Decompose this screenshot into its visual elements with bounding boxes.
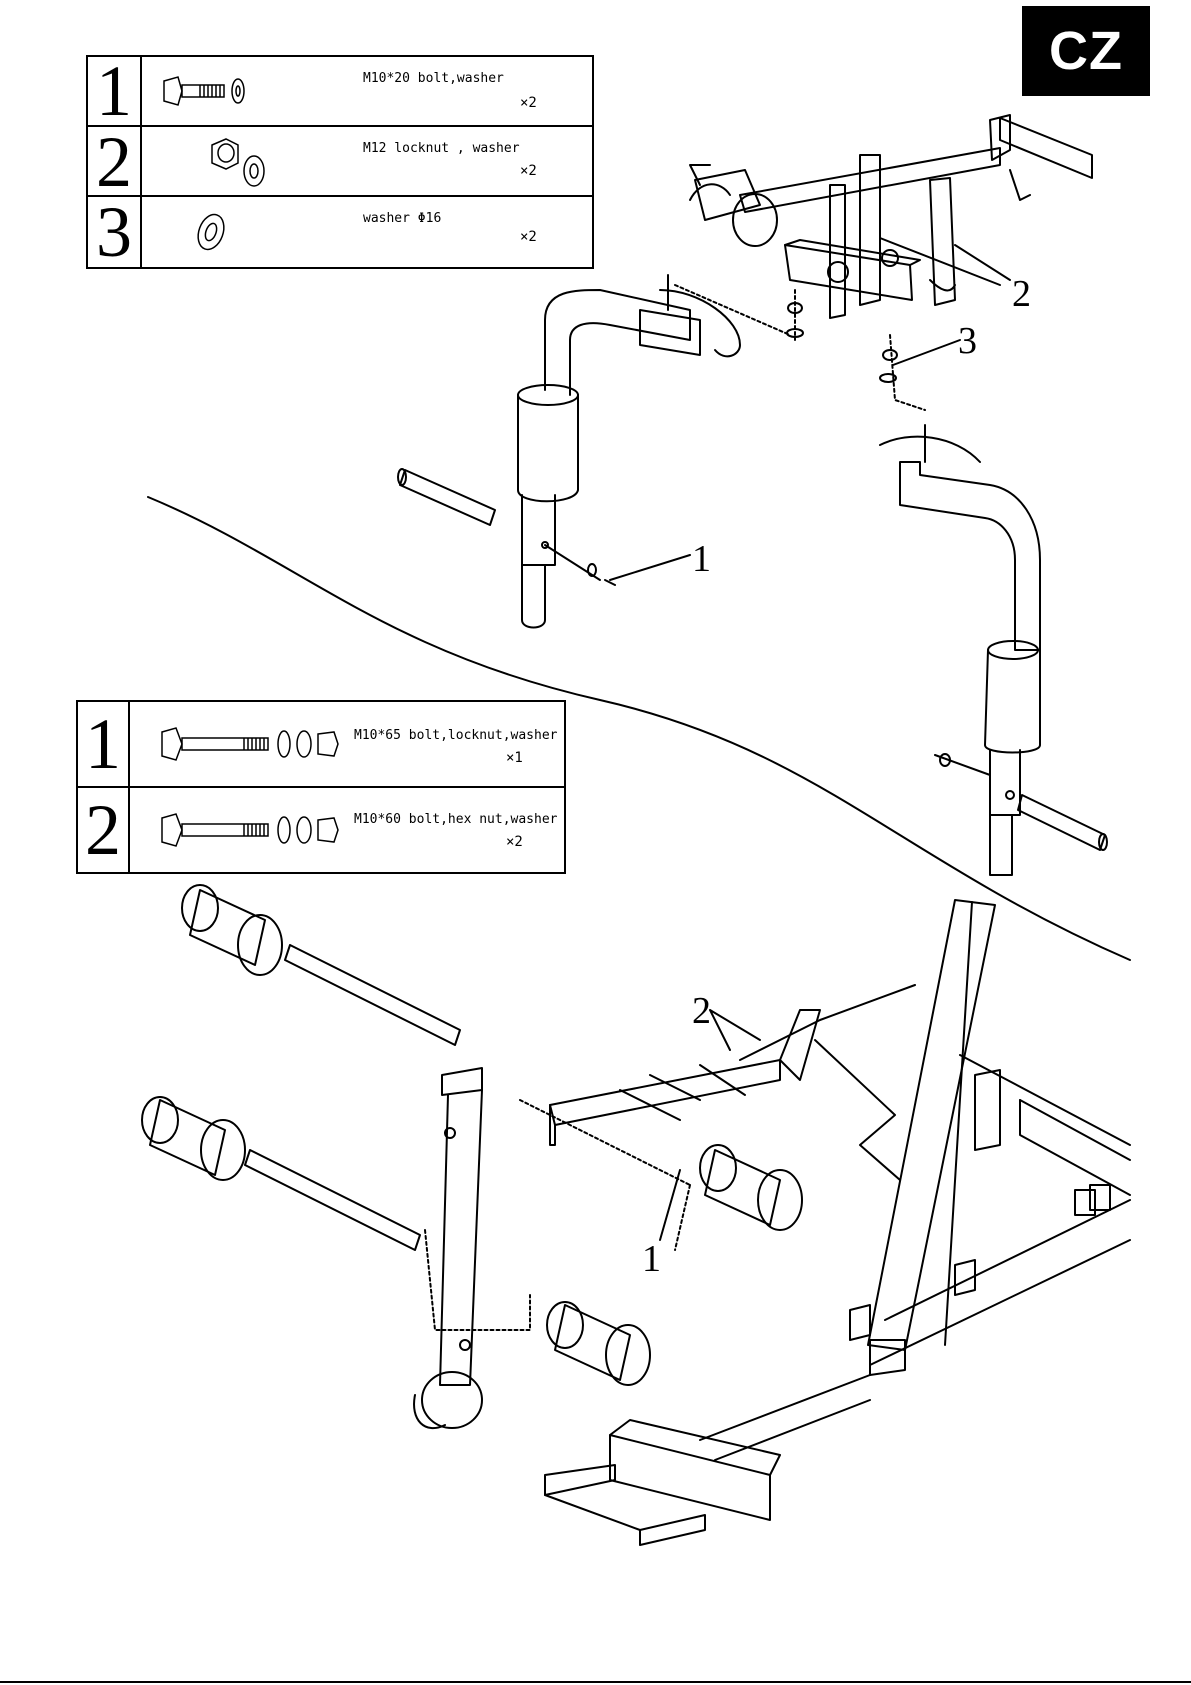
part-number: 1 (88, 57, 142, 125)
right-upright-arm (880, 425, 1107, 875)
middle-left-roller (142, 1097, 420, 1250)
leg-lever (414, 1068, 482, 1428)
part-quantity: ×2 (520, 95, 537, 111)
callout-2-top: 2 (1012, 275, 1031, 313)
left-upright-arm (398, 275, 740, 628)
part-number: 2 (88, 127, 142, 197)
part-description: M10*20 bolt,washer (363, 71, 504, 86)
footer-line (0, 1681, 1191, 1683)
callout-3-top: 3 (958, 322, 977, 360)
part-number: 2 (78, 788, 130, 872)
language-badge: CZ (1022, 6, 1150, 96)
parts-row-2: 2 M12 locknut , washer ×2 (88, 125, 592, 197)
callout-1-low: 1 (642, 1240, 661, 1278)
bottom-roller (547, 1302, 650, 1385)
part-quantity: ×2 (520, 163, 537, 179)
part-quantity: ×1 (506, 750, 523, 766)
top-crossbar (690, 115, 1092, 318)
bolt-washer-icon (160, 71, 260, 111)
parts-table-bottom: 1 M10*65 bolt,locknut,washer ×1 2 (76, 700, 566, 874)
parts-table-top: 1 M10*20 bolt,washer ×2 2 M12 locknut , … (86, 55, 594, 269)
part-description: M10*65 bolt,locknut,washer (354, 728, 558, 743)
washer-icon (186, 207, 236, 257)
part-quantity: ×2 (520, 229, 537, 245)
seat-support (550, 985, 915, 1180)
locknut-washer-icon (206, 133, 286, 193)
long-bolt-hexnut-washer-icon (158, 808, 358, 852)
callout-2-low: 2 (692, 992, 711, 1030)
callout-1-mid: 1 (692, 540, 711, 578)
part-number: 3 (88, 197, 142, 267)
right-roller (700, 1145, 802, 1230)
main-frame (545, 900, 1130, 1545)
part-description: M10*60 bolt,hex nut,washer (354, 812, 558, 827)
part-description: washer Φ16 (363, 211, 441, 226)
part-description: M12 locknut , washer (363, 141, 520, 156)
parts-row-2: 2 M10*60 bolt,hex nut,washer ×2 (78, 786, 564, 872)
parts-row-1: 1 M10*65 bolt,locknut,washer ×1 (78, 702, 564, 786)
long-bolt-locknut-washer-icon (158, 722, 358, 766)
top-left-roller (182, 885, 460, 1045)
parts-row-1: 1 M10*20 bolt,washer ×2 (88, 57, 592, 125)
part-quantity: ×2 (506, 834, 523, 850)
parts-row-3: 3 washer Φ16 ×2 (88, 195, 592, 267)
part-number: 1 (78, 702, 130, 786)
